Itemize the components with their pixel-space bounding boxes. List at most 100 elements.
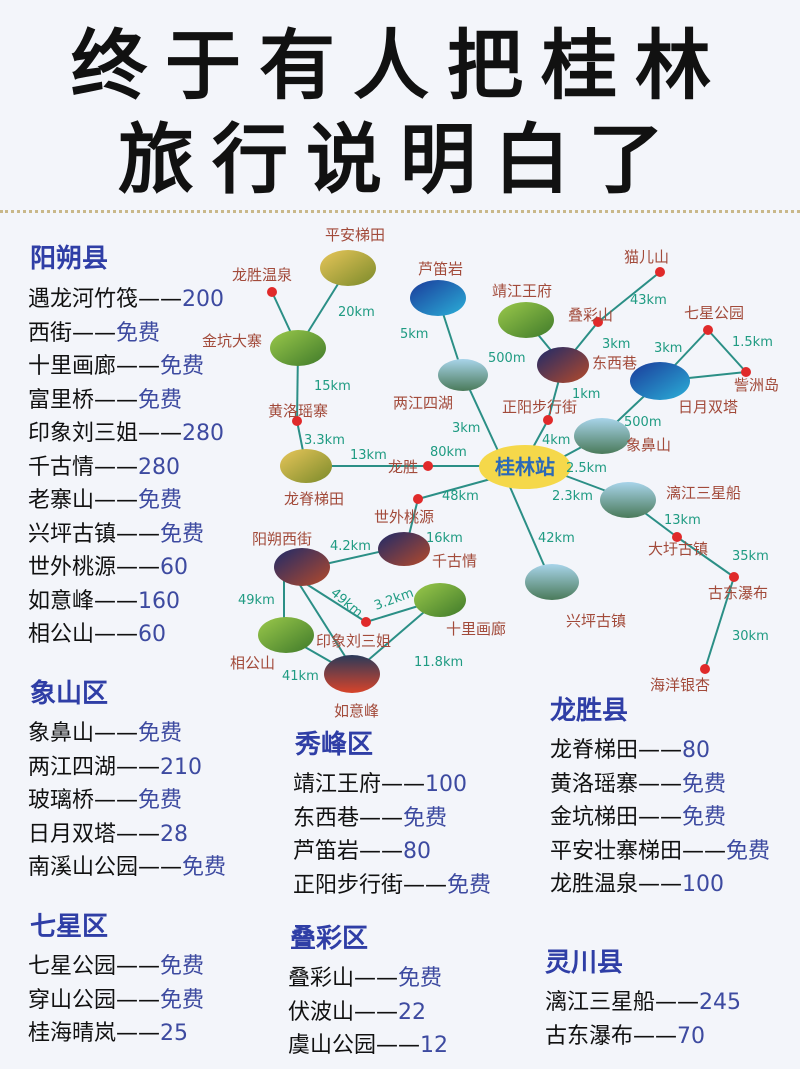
dot-yinxiang [361,617,371,627]
label-aizhou: 訾洲岛 [734,376,779,394]
attraction-name: 龙胜温泉—— [550,872,683,897]
attraction-price: 免费 [138,788,183,813]
label-riyue: 日月双塔 [678,398,738,416]
attraction-price: 280 [138,454,181,480]
attraction-name: 古东瀑布—— [545,1023,678,1049]
section-title-diecai: 叠彩区 [290,924,369,954]
label-shiwai: 世外桃源 [374,508,434,526]
attraction-name: 虞山公园—— [288,1033,421,1058]
label-diecai: 叠彩山 [568,306,613,324]
map-labels: 平安梯田 龙胜温泉 金坑大寨 黄洛瑶寨 龙脊梯田 龙胜 芦笛岩 靖江王府 叠彩山… [202,226,779,720]
label-jinkeng: 金坑大寨 [202,332,262,350]
attraction-name: 龙脊梯田—— [550,738,683,763]
list-item: 玻璃桥——免费 [28,784,226,818]
attraction-price: 免费 [403,805,448,831]
list-item: 富里桥——免费 [28,384,224,418]
photo-xianggong [258,617,314,653]
route-map: 桂林站 平安梯田 龙胜温泉 金坑大寨 黄洛瑶寨 龙脊梯田 龙胜 芦笛岩 靖江王府… [202,226,779,720]
edge-gudong-haiyang [704,576,735,670]
photo-ludi [410,280,466,316]
distance-label: 500m [624,415,661,430]
photo-xingping [525,564,579,600]
distance-label: 500m [488,351,525,366]
list-item: 平安壮寨梯田——免费 [550,835,770,869]
photo-jingjiang [498,302,554,338]
label-longsheng: 龙胜 [388,458,418,476]
dot-huangluo [292,416,302,426]
section-title-xiangshan: 象山区 [30,679,109,709]
dot-longsheng [423,461,433,471]
attraction-name: 靖江王府—— [293,772,426,797]
attraction-price: 28 [160,821,189,847]
edge-xijie-yinxiang [299,579,367,623]
distance-label: 11.8km [414,655,463,670]
label-dongxi: 东西巷 [592,354,637,372]
label-qiangu: 千古情 [432,552,477,570]
attraction-name: 漓江三星船—— [545,990,700,1015]
photo-longji [280,449,332,483]
distance-label: 35km [732,549,769,564]
distance-label: 15km [314,379,351,394]
edge-qixing-aizhou [707,329,747,373]
list-item: 象鼻山——免费 [28,717,226,751]
list-item: 印象刘三姐——280 [28,417,224,451]
attraction-price: 210 [160,754,203,780]
attraction-name: 叠彩山—— [288,966,399,991]
list-item: 南溪山公园——免费 [28,851,226,885]
photo-qiangu [378,532,430,566]
distance-label: 2.5km [566,461,607,476]
attraction-price: 200 [182,287,225,312]
list-item: 靖江王府——100 [293,768,491,802]
label-huangluo: 黄洛瑶寨 [268,402,328,420]
list-item: 龙脊梯田——80 [550,734,770,768]
attraction-name: 十里画廊—— [28,354,161,379]
list-item: 穿山公园——免费 [28,984,204,1018]
attraction-price: 22 [398,999,427,1025]
section-title-lingchuan: 灵川县 [545,948,624,978]
list-item: 十里画廊——免费 [28,350,224,384]
attraction-price: 160 [138,588,181,614]
attraction-name: 七星公园—— [28,954,161,979]
list-item: 正阳步行街——免费 [293,869,491,903]
section-title-longsheng: 龙胜县 [550,696,629,726]
dot-qixing [703,325,713,335]
attraction-name: 玻璃桥—— [28,788,139,813]
attraction-price: 免费 [138,721,183,746]
attraction-price: 免费 [447,872,492,898]
label-shili: 十里画廊 [446,620,506,638]
label-maoer: 猫儿山 [624,248,669,266]
attraction-price: 免费 [682,805,727,830]
list-item: 东西巷——免费 [293,802,491,836]
label-xianggong: 相公山 [230,654,275,672]
attraction-name: 西街—— [28,320,117,346]
label-xingping: 兴坪古镇 [566,612,626,630]
label-hotspring: 龙胜温泉 [232,266,292,284]
attraction-name: 穿山公园—— [28,987,161,1013]
list-item: 古东瀑布——70 [545,1020,741,1054]
photo-pingan [320,250,376,286]
attraction-price: 100 [425,772,468,797]
dot-hotspring [267,287,277,297]
label-lijiang: 漓江三星船 [666,484,741,502]
dot-haiyang [700,664,710,674]
distance-label: 1km [572,387,600,402]
label-yinxiang: 印象刘三姐 [316,632,391,650]
attraction-price: 100 [682,872,725,897]
label-longji: 龙脊梯田 [284,490,344,508]
label-jingjiang: 靖江王府 [492,282,552,300]
dot-shiwai [413,494,423,504]
list-item: 世外桃源——60 [28,551,224,585]
attraction-name: 桂海晴岚—— [28,1021,161,1046]
attraction-name: 两江四湖—— [28,754,161,780]
label-gudong: 古东瀑布 [708,584,768,602]
label-ruyi: 如意峰 [334,702,379,720]
attraction-price: 免费 [682,771,727,797]
dotted-divider [0,210,800,213]
distance-label: 41km [282,669,319,684]
list-item: 龙胜温泉——100 [550,868,770,902]
page-title-line2: 旅行说明白了 [118,115,682,204]
photo-ruyi [324,655,380,693]
list-item: 七星公园——免费 [28,950,204,984]
